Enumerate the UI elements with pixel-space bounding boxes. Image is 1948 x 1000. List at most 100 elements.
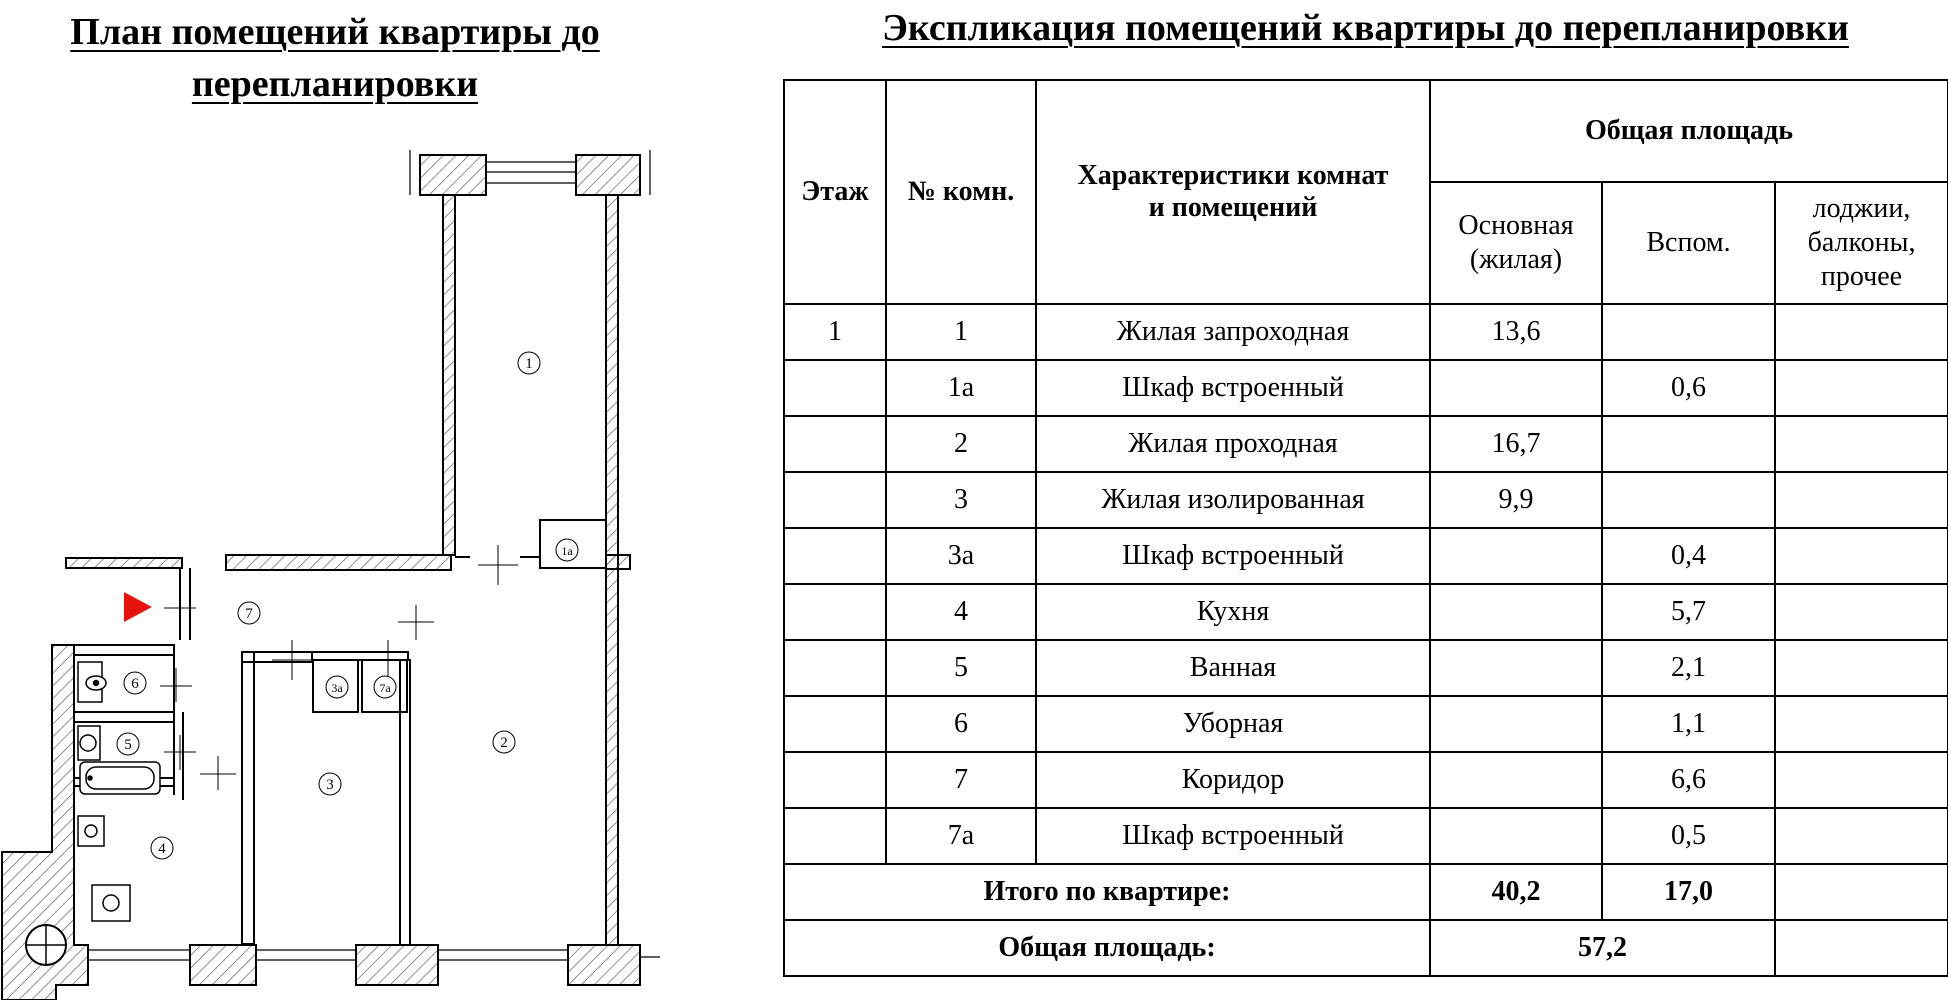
bearing-walls [65, 194, 631, 946]
header-main-area: Основная (жилая) [1429, 181, 1603, 305]
sanitary-fixtures [25, 661, 161, 966]
room-label-circle [116, 732, 140, 756]
cell-floor [783, 527, 887, 585]
cell-main: 9,9 [1429, 471, 1603, 529]
cell-name: Жилая проходная [1035, 415, 1431, 473]
cell-name: Шкаф встроенный [1035, 359, 1431, 417]
cell-other [1773, 695, 1948, 753]
header-aux-area: Вспом. [1601, 181, 1776, 305]
room-label-circle [517, 351, 541, 375]
window-lines [88, 150, 660, 961]
cell-other [1773, 303, 1948, 361]
cell-name: Коридор [1035, 751, 1431, 809]
cell-no: 4 [885, 583, 1037, 641]
cell-other [1773, 471, 1948, 529]
cell-main [1429, 359, 1603, 417]
cell-other [1773, 359, 1948, 417]
cell-aux [1601, 303, 1776, 361]
cell-floor [783, 359, 887, 417]
room-label-circle [318, 772, 342, 796]
cell-aux: 6,6 [1601, 751, 1776, 809]
cell-other [1773, 751, 1948, 809]
cell-no: 7 [885, 751, 1037, 809]
cell-main [1429, 695, 1603, 753]
cell-other [1773, 583, 1948, 641]
header-characteristics: Характеристики комнат и помещений [1035, 79, 1431, 305]
plan-title: План помещений квартиры до перепланировк… [70, 11, 600, 105]
room-label: 5 [124, 737, 132, 753]
room-label: 1 [525, 356, 533, 372]
explication-title: Экспликация помещений квартиры до перепл… [882, 7, 1849, 49]
cell-aux: 5,7 [1601, 583, 1776, 641]
grand-total-other [1773, 919, 1948, 977]
cell-floor [783, 695, 887, 753]
cell-aux: 1,1 [1601, 695, 1776, 753]
cell-no: 5 [885, 639, 1037, 697]
cell-name: Жилая запроходная [1035, 303, 1431, 361]
cell-floor [783, 807, 887, 865]
room-label-circle [237, 601, 261, 625]
room-label: 3 [326, 777, 334, 793]
header-total-area: Общая площадь [1428, 79, 1948, 183]
cell-main [1429, 751, 1603, 809]
total-other [1773, 863, 1948, 921]
cell-main [1429, 527, 1603, 585]
cell-floor [783, 471, 887, 529]
cell-floor [783, 583, 887, 641]
room-label: 7а [379, 681, 391, 695]
total-aux: 17,0 [1601, 863, 1776, 921]
cell-main [1429, 583, 1603, 641]
room-label-circle [373, 675, 397, 699]
explication-table: Этаж № комн. Характеристики комнат и пом… [783, 79, 1948, 977]
cell-no: 6 [885, 695, 1037, 753]
cell-name: Шкаф встроенный [1035, 807, 1431, 865]
room-label: 6 [131, 676, 139, 692]
cell-name: Шкаф встроенный [1035, 527, 1431, 585]
structural-walls [1, 154, 641, 1000]
cell-name: Жилая изолированная [1035, 471, 1431, 529]
ventilation-shaft-icon [25, 924, 67, 966]
room-label: 2 [500, 735, 508, 751]
cell-main: 13,6 [1429, 303, 1603, 361]
room-label-circle [555, 538, 579, 562]
cell-floor: 1 [783, 303, 887, 361]
cell-aux [1601, 415, 1776, 473]
cell-aux: 2,1 [1601, 639, 1776, 697]
header-other-area: лоджии, балконы, прочее [1773, 181, 1948, 305]
room-label-circle [123, 671, 147, 695]
grand-total-label: Общая площадь: [783, 919, 1431, 977]
cell-name: Ванная [1035, 639, 1431, 697]
total-main: 40,2 [1429, 863, 1603, 921]
header-floor: Этаж [783, 79, 887, 305]
cell-aux: 0,4 [1601, 527, 1776, 585]
cell-no: 3 [885, 471, 1037, 529]
room-label: 7 [245, 606, 253, 622]
total-row: Итого по квартире: 40,2 17,0 [783, 863, 1948, 921]
cell-aux [1601, 471, 1776, 529]
room-label: 1а [561, 544, 573, 558]
cell-aux: 0,5 [1601, 807, 1776, 865]
room-label: 4 [158, 841, 166, 857]
cell-floor [783, 639, 887, 697]
total-label: Итого по квартире: [783, 863, 1431, 921]
cell-main [1429, 639, 1603, 697]
room-label-circle [492, 730, 516, 754]
cell-other [1773, 807, 1948, 865]
cell-no: 7а [885, 807, 1037, 865]
door-markers [160, 545, 518, 790]
cell-floor [783, 751, 887, 809]
cell-aux: 0,6 [1601, 359, 1776, 417]
cell-other [1773, 415, 1948, 473]
cell-name: Уборная [1035, 695, 1431, 753]
